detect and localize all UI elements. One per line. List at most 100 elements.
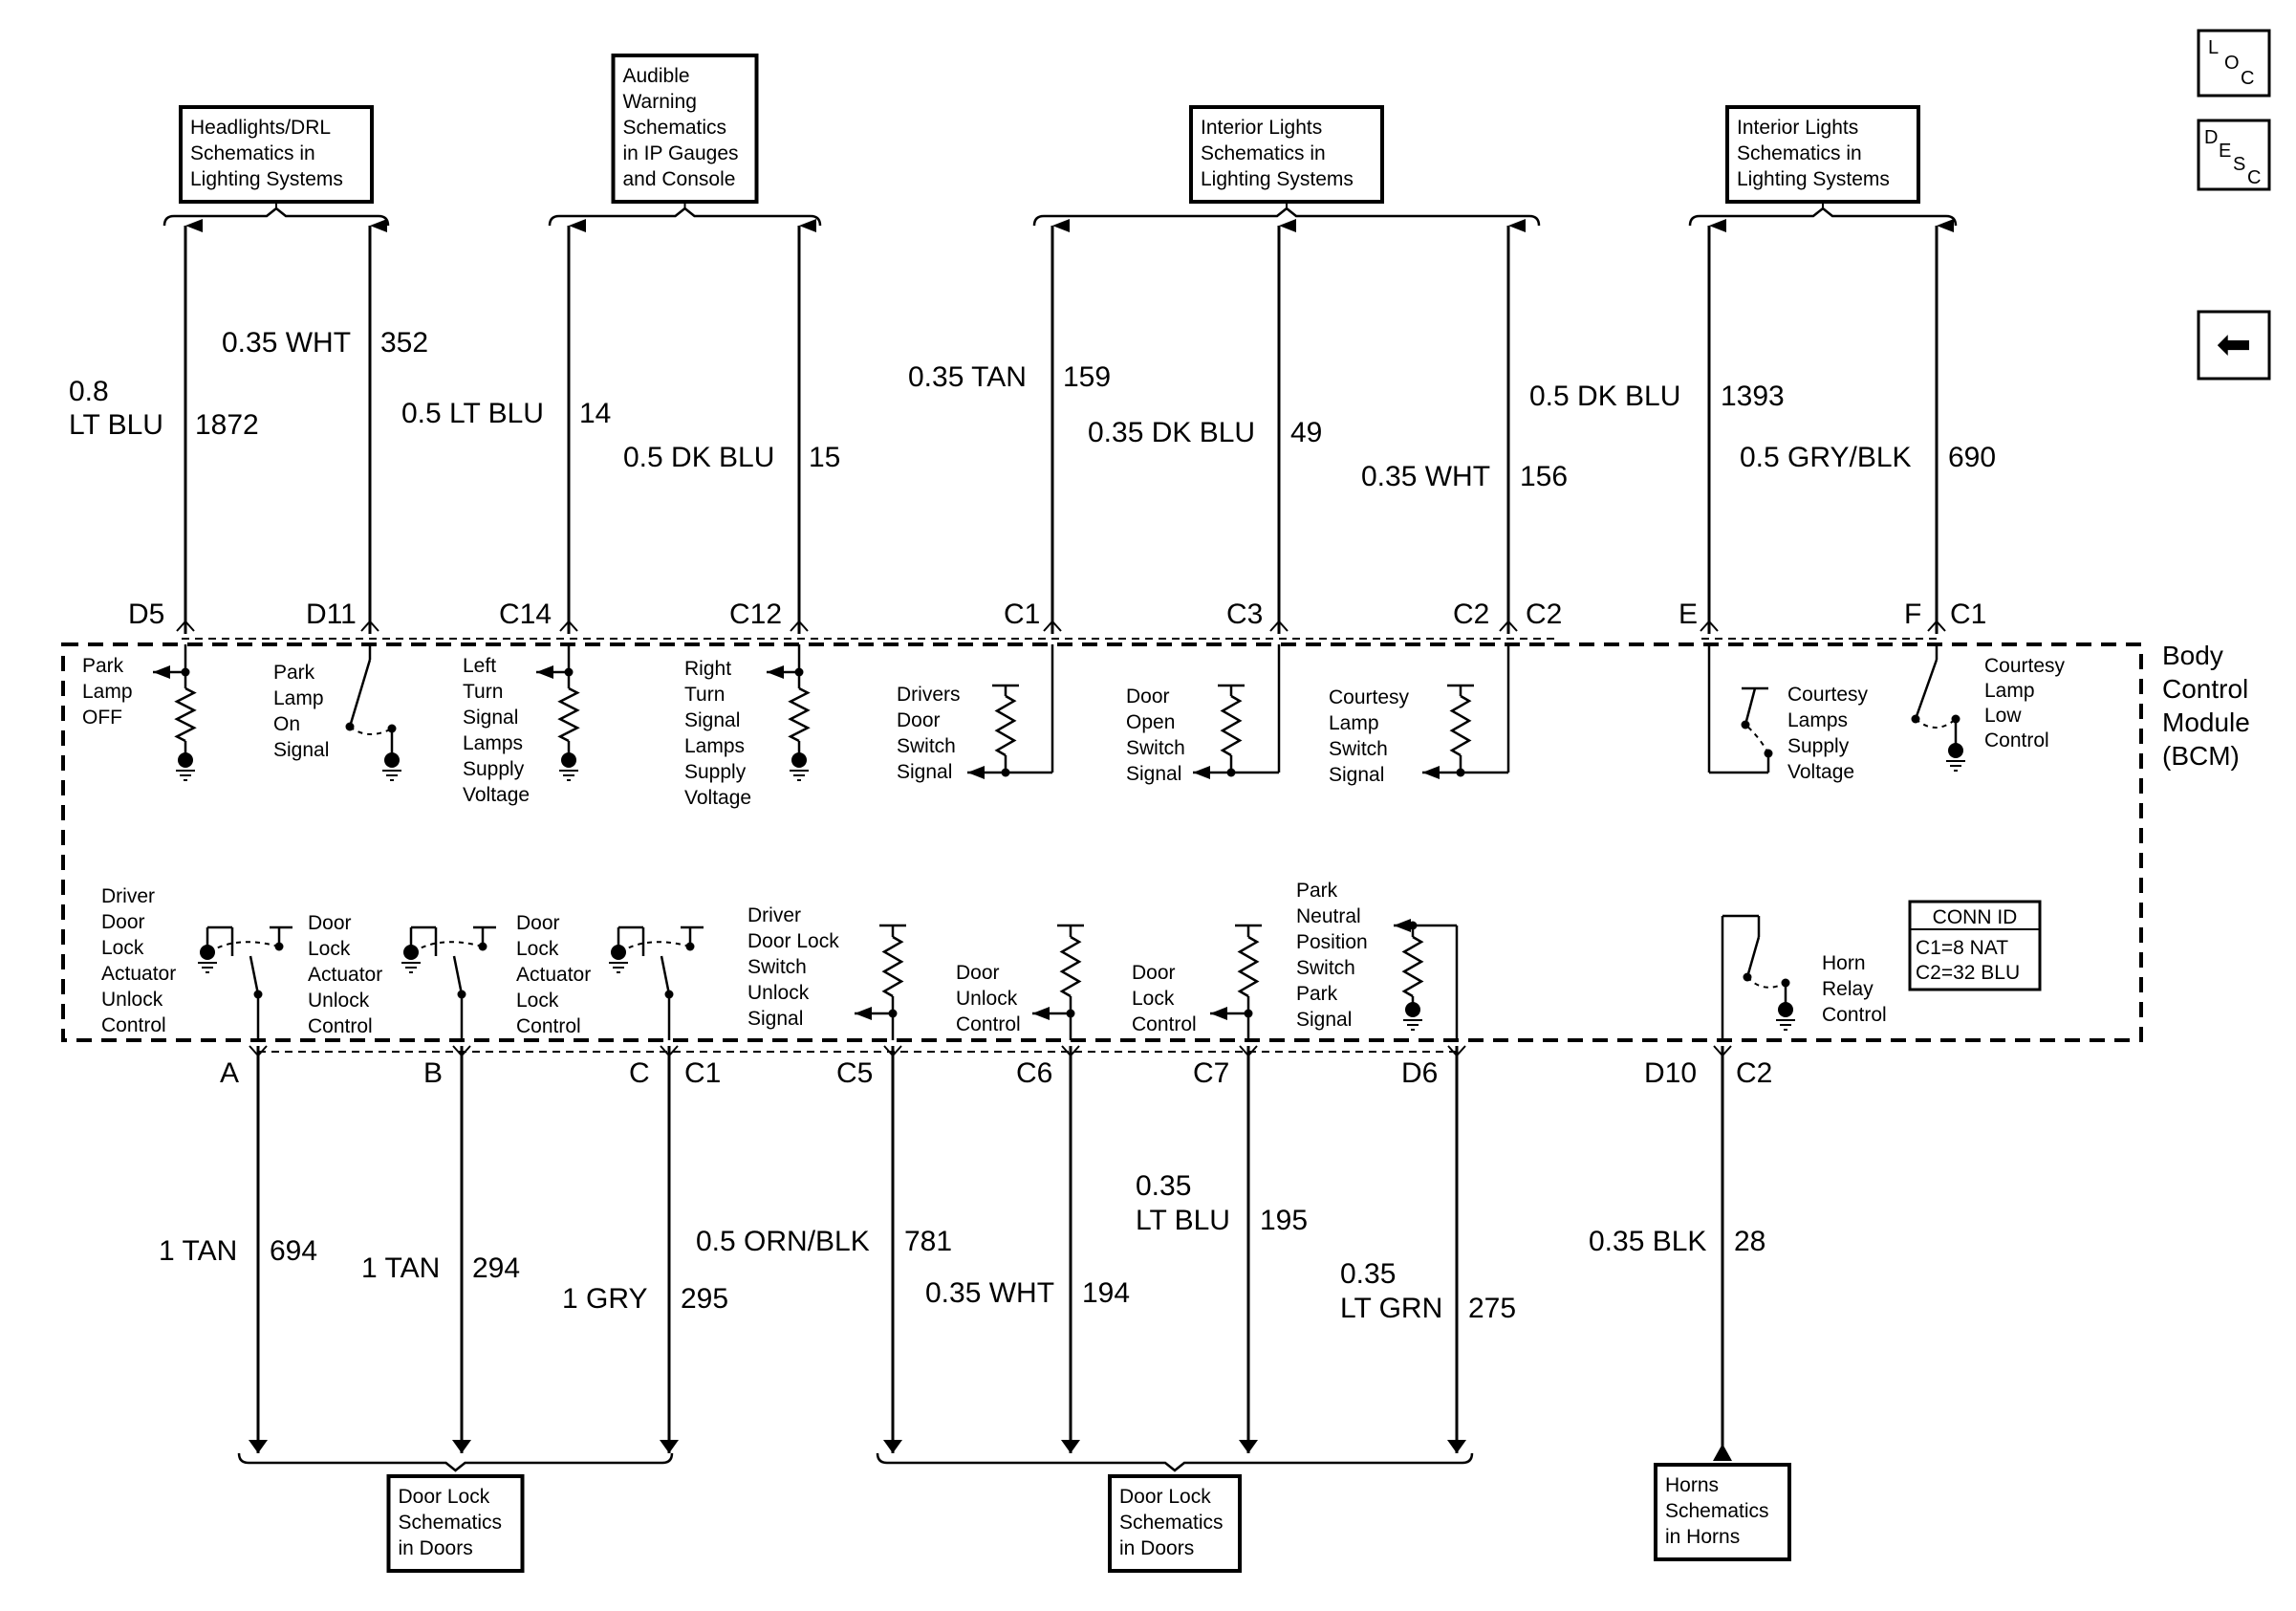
inner-label-top-6: Switch — [1126, 737, 1185, 759]
inner-label-bottom-2: Actuator — [308, 964, 382, 986]
inner-label-top-2: Lamp — [273, 687, 324, 709]
inner-label-bottom-4: Driver — [747, 904, 801, 926]
connector-label-top: C2 — [1526, 599, 1562, 630]
inner-label-bottom-4: Unlock — [747, 982, 810, 1004]
back-button[interactable]: ⬅ — [2197, 310, 2271, 381]
courtesy-low-switch — [1914, 659, 1939, 720]
wire-color-label: LT GRN — [1340, 1293, 1442, 1324]
wire-color-label: 0.5 GRY/BLK — [1740, 442, 1912, 473]
reference-box-line: Warning — [623, 91, 697, 113]
inner-label-top-7: Switch — [1329, 738, 1388, 760]
loc-button[interactable]: L O C — [2197, 29, 2271, 98]
inner-label-top-3: Supply — [463, 758, 525, 780]
junction-dot — [274, 942, 284, 951]
reference-box-line: Door Lock — [1119, 1486, 1211, 1508]
inner-label-top-7: Signal — [1329, 764, 1384, 786]
connector-label-top: D11 — [306, 599, 357, 630]
desc-button[interactable]: D E S C — [2197, 119, 2271, 191]
inner-label-bottom-2: Control — [308, 1015, 373, 1037]
wire-color-label: 0.35 DK BLU — [1088, 417, 1255, 448]
connector-label-top: E — [1679, 599, 1698, 630]
connector-label-top: D5 — [128, 599, 164, 630]
brace-audible — [548, 207, 822, 227]
wire-color-label: 1 TAN — [159, 1235, 237, 1267]
pin-bottom-1 — [249, 1045, 268, 1057]
reference-box-line: Audible — [623, 65, 690, 87]
reference-box-line: in Doors — [399, 1537, 473, 1559]
conn-id-c1: C1=8 NAT — [1916, 937, 2008, 959]
arrowhead-bottom-6 — [1239, 1440, 1258, 1453]
loc-letter-1: L — [2208, 37, 2219, 58]
driver-unlock-switch-resistor — [881, 935, 904, 998]
inner-label-bottom-6: Control — [1132, 1013, 1197, 1035]
arrowhead-bottom-1 — [249, 1440, 268, 1453]
inner-label-bottom-1: Control — [101, 1014, 166, 1036]
inner-label-top-9: Low — [1984, 705, 2022, 727]
wire-circuit-label: 14 — [579, 398, 611, 429]
loc-letter-3: C — [2241, 68, 2254, 89]
inner-label-top-2: On — [273, 713, 300, 735]
wire-color-label: 1 TAN — [361, 1252, 440, 1284]
connector-label-bottom: C2 — [1736, 1057, 1772, 1089]
inner-label-bottom-1: Driver — [101, 885, 155, 907]
inner-label-top-2: Park — [273, 662, 315, 684]
pin-top-7 — [1499, 620, 1518, 632]
wire-circuit-label: 294 — [472, 1252, 520, 1284]
connector-label-top: C14 — [499, 599, 552, 630]
inner-label-bottom-4: Switch — [747, 956, 807, 978]
pin-bottom-4 — [883, 1045, 902, 1057]
connector-label-top: C2 — [1453, 599, 1489, 630]
reference-box-line: Lighting Systems — [190, 168, 343, 190]
inner-label-bottom-3: Lock — [516, 938, 559, 960]
connector-label-bottom: D10 — [1644, 1057, 1697, 1089]
wire-color-label: 0.8 — [69, 376, 109, 407]
inner-label-bottom-1: Actuator — [101, 963, 176, 985]
door-lock-actuator-dashed — [619, 941, 691, 953]
arrowhead-bottom-7 — [1447, 1440, 1466, 1453]
door-lock-actuator-switch — [660, 955, 671, 995]
inner-label-top-1: Lamp — [82, 681, 133, 703]
door-lock-actuator-ground-icon — [609, 945, 628, 973]
inner-label-top-3: Signal — [463, 707, 518, 729]
bcm-label-line-2: Control — [2162, 674, 2248, 704]
reference-box-line: Schematics in — [1737, 142, 1862, 164]
bcm-module-outline — [61, 638, 2143, 1053]
loc-letter-2: O — [2224, 53, 2240, 74]
inner-label-bottom-6: Door — [1132, 962, 1176, 984]
right-turn-ground-icon — [790, 752, 809, 781]
wire-circuit-label: 195 — [1260, 1205, 1308, 1236]
wire-circuit-label: 49 — [1290, 417, 1322, 448]
inner-label-bottom-5: Unlock — [956, 988, 1018, 1010]
brace-door-lock-1 — [237, 1452, 674, 1472]
inner-label-bottom-1: Door — [101, 911, 145, 933]
connector-label-top: C1 — [1004, 599, 1040, 630]
courtesy-low-ground-icon — [1946, 743, 1965, 772]
wire-color-label: 0.5 DK BLU — [1529, 381, 1680, 412]
inner-label-bottom-6: Lock — [1132, 988, 1175, 1010]
connector-label-bottom: C5 — [836, 1057, 873, 1089]
internal-components-layer — [153, 644, 1965, 1040]
courtesy-switch-resistor — [1449, 694, 1472, 757]
horn-relay-dashed — [1746, 976, 1787, 989]
reference-box-line: Horns — [1665, 1474, 1719, 1496]
wire-color-label: 0.35 BLK — [1589, 1226, 1706, 1257]
bcm-label: Body Control Module (BCM) — [2162, 641, 2250, 771]
wire-color-label: LT BLU — [1136, 1205, 1230, 1236]
wire-color-label: 0.35 — [1136, 1170, 1191, 1202]
desc-letter-4: C — [2247, 167, 2261, 188]
inner-label-top-5: Switch — [897, 735, 956, 757]
inner-label-bottom-8: Control — [1822, 1004, 1887, 1026]
reference-box-line: in Horns — [1665, 1526, 1740, 1548]
inner-label-top-4: Voltage — [684, 787, 751, 809]
inner-label-top-5: Door — [897, 709, 941, 731]
inner-label-bottom-7: Position — [1296, 931, 1368, 953]
bcm-label-line-4: (BCM) — [2162, 741, 2240, 771]
